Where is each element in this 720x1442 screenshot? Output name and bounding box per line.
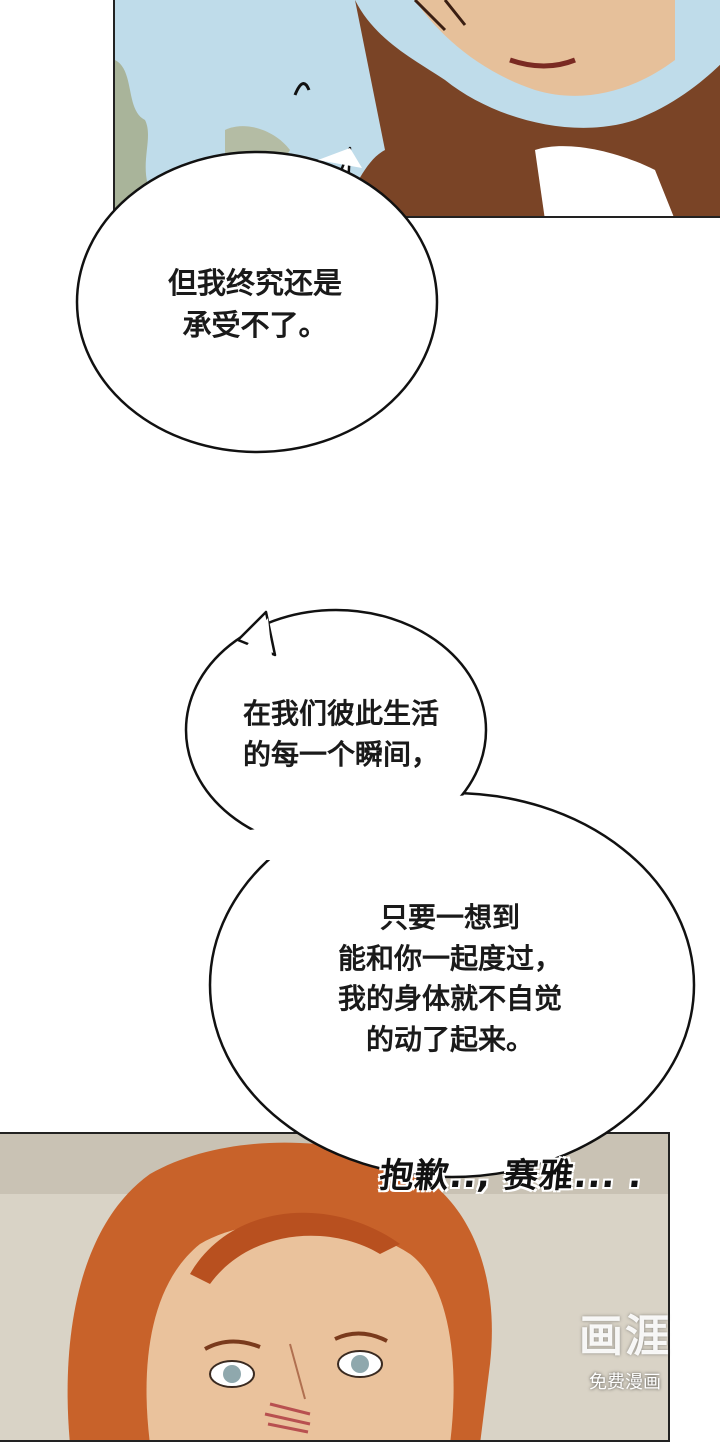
bottom-panel-art: [0, 1134, 668, 1440]
watermark-logo: 画涯: [579, 1311, 671, 1362]
watermark-subtitle: 免费漫画: [589, 1372, 661, 1393]
sfx-text: 抱歉.., 赛雅... .: [377, 1156, 645, 1196]
top-panel-art: [115, 0, 720, 216]
bottom-panel: [0, 1132, 670, 1442]
watermark: 画涯 免费漫画: [560, 1300, 690, 1410]
speech-bubble-1-body: [75, 150, 439, 454]
speech-bubble-2-text: 在我们彼此生活 的每一个瞬间，: [242, 697, 439, 771]
top-panel: [113, 0, 720, 218]
speech-bubble-3-text: 只要一想到 能和你一起度过， 我的身体就不自觉 的动了起来。: [337, 901, 562, 1056]
speech-bubble-1-text: 但我终究还是 承受不了。: [167, 266, 342, 343]
